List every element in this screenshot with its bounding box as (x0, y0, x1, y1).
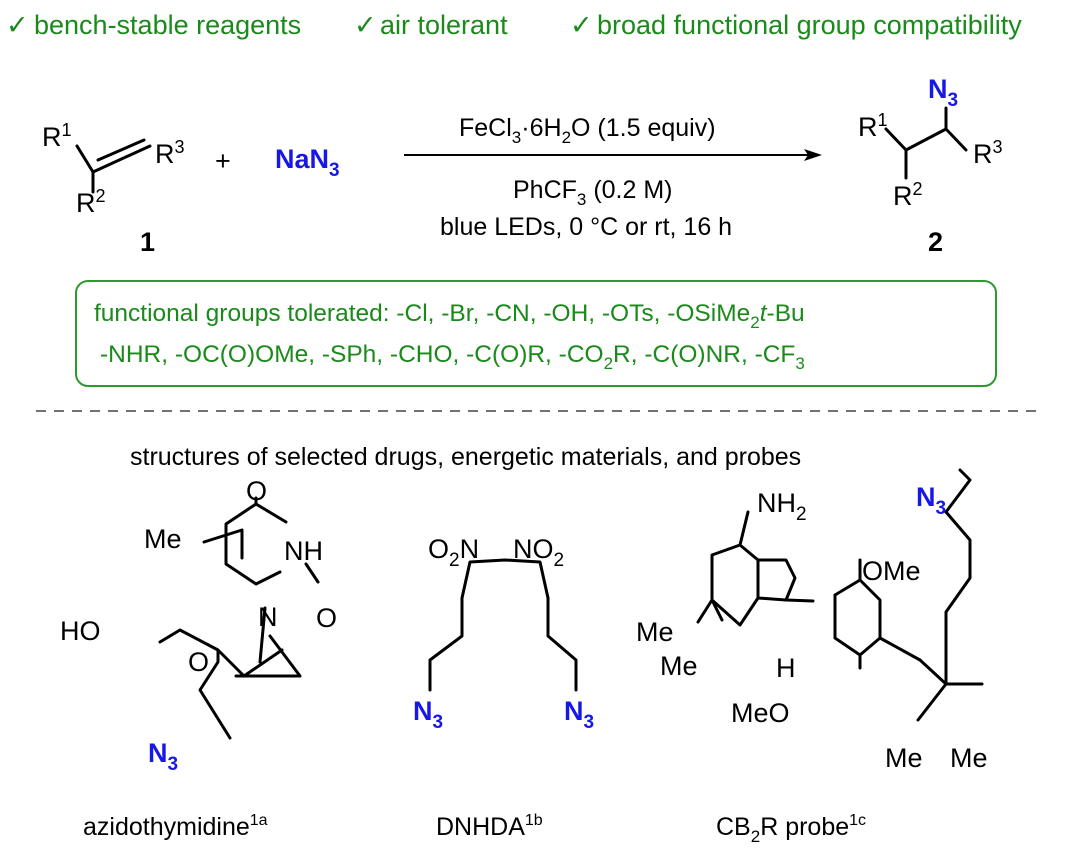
substrate-r2: R2 (76, 186, 106, 218)
substrate-r3: R3 (155, 137, 185, 169)
cb2r-side-chain-bonds (916, 468, 984, 722)
dnhda-azide-left: N3 (413, 696, 443, 733)
section-title: structures of selected drugs, energetic … (130, 443, 801, 471)
cb2r-amine: NH2 (757, 488, 807, 525)
product-bonds (884, 106, 968, 180)
cb2r-methoxy-bottom: MeO (731, 698, 790, 728)
compound-number-1: 1 (140, 227, 155, 257)
cb2r-ring-bonds (696, 510, 922, 670)
dnhda-azide-right: N3 (564, 696, 594, 733)
cb2r-azide: N3 (916, 482, 946, 519)
dnhda-name: DNHDA1b (436, 812, 543, 841)
plus-sign: + (215, 146, 231, 176)
condition-solvent: PhCF3 (0.2 M) (513, 176, 673, 209)
substrate-alkene: R1 R3 R2 1 (42, 120, 185, 257)
cb2r-methyl-4: Me (950, 743, 988, 773)
sugar-bonds (158, 606, 302, 740)
tolerated-box-border (75, 280, 997, 387)
arrow-head (804, 149, 822, 161)
azt-carbonyl-o-right: O (316, 603, 337, 633)
azt-ring-oxygen: O (188, 647, 209, 677)
tolerated-line-1: functional groups tolerated: -Cl, -Br, -… (94, 300, 805, 332)
product-r1: R1 (858, 110, 888, 142)
dnhda-nitro-right: NO2 (513, 534, 564, 571)
azt-name: azidothymidine1a (83, 812, 268, 841)
cb2r-methyl-1: Me (636, 617, 674, 647)
thymine-ring-bonds (202, 496, 320, 586)
structure-cb2r-probe: NH2 N3 OMe MeO Me Me H Me Me CB2R probe1… (636, 468, 988, 846)
product-azide: N3 (928, 74, 958, 111)
azt-azide: N3 (148, 738, 178, 775)
azt-nh: NH (284, 536, 323, 566)
azt-methyl: Me (144, 524, 182, 554)
dnhda-chain-bonds (428, 558, 578, 692)
azt-hydroxyl: HO (60, 616, 101, 646)
compound-number-2: 2 (928, 227, 943, 257)
azt-carbonyl-o-top: O (246, 476, 267, 506)
cb2r-methyl-2: Me (660, 651, 698, 681)
structure-dnhda: O2N NO2 N3 N3 DNHDA1b (413, 534, 594, 841)
product-r3: R3 (973, 137, 1003, 169)
cb2r-hydrogen: H (776, 653, 796, 683)
substrate-r1: R1 (42, 120, 72, 152)
tolerated-groups-box: functional groups tolerated: -Cl, -Br, -… (75, 280, 997, 387)
check-icon: ✓ (6, 10, 29, 40)
cb2r-methoxy-top: OMe (862, 556, 921, 586)
condition-iron-chloride: FeCl3·6H2O (1.5 equiv) (459, 114, 716, 147)
check-icon: ✓ (570, 10, 593, 40)
product-alkyl-azide: N3 R1 R3 R2 2 (858, 74, 1003, 257)
feature-air-tolerant: air tolerant (380, 10, 508, 40)
condition-light-temp: blue LEDs, 0 °C or rt, 16 h (440, 213, 732, 241)
azt-n: N (258, 602, 278, 632)
cb2r-name: CB2R probe1c (716, 812, 866, 846)
structure-azidothymidine: O O NH N Me HO O N3 azidothymidine1a (60, 476, 337, 841)
sodium-azide: NaN3 (275, 144, 340, 181)
dnhda-nitro-left: O2N (428, 534, 479, 571)
reaction-arrow (404, 149, 822, 161)
feature-bench-stable: bench-stable reagents (34, 10, 301, 40)
product-r2: R2 (893, 179, 923, 211)
cb2r-methyl-3: Me (885, 743, 923, 773)
check-icon: ✓ (354, 10, 377, 40)
alkene-bonds (75, 138, 152, 194)
feature-list: ✓ bench-stable reagents ✓ air tolerant ✓… (6, 10, 1022, 40)
feature-fg-compatibility: broad functional group compatibility (597, 10, 1022, 40)
tolerated-line-2: -NHR, -OC(O)OMe, -SPh, -CHO, -C(O)R, -CO… (100, 341, 805, 373)
